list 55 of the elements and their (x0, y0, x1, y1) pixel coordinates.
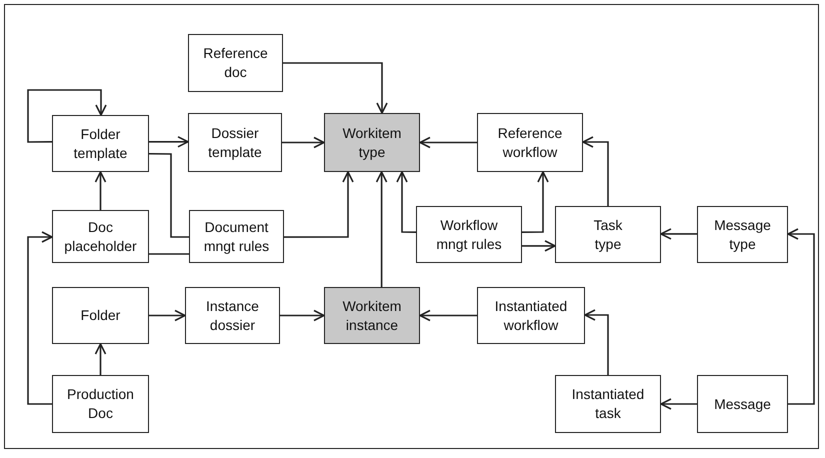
arrow (149, 310, 186, 322)
arrow (584, 309, 609, 375)
process-box (697, 375, 788, 433)
node-label: Message type (713, 216, 772, 254)
arrow (280, 310, 325, 322)
node-label: Message (713, 394, 772, 414)
arrow (282, 136, 325, 148)
arrow (149, 136, 189, 148)
arrow (522, 240, 556, 252)
arrow (522, 171, 549, 234)
arrow (27, 231, 53, 405)
node-label: Dossier template (207, 124, 263, 162)
process-box (416, 206, 522, 263)
arrow (376, 171, 388, 287)
arrow (419, 310, 477, 322)
node-label: Workitem type (342, 124, 402, 162)
node-label: Instance dossier (205, 296, 260, 334)
process-box (189, 210, 284, 263)
process-box (52, 115, 149, 172)
arrow (27, 89, 107, 143)
process-box (52, 287, 149, 344)
arrow (582, 136, 609, 206)
process-box (52, 210, 149, 263)
node-label: Doc placeholder (63, 218, 138, 256)
arrow (419, 136, 477, 148)
process-box (185, 287, 280, 344)
node-label: Document mngt rules (202, 218, 270, 256)
node-label: Production Doc (66, 385, 135, 423)
node-label: Workitem instance (342, 296, 402, 334)
process-box (477, 287, 585, 344)
arrow (660, 398, 697, 410)
arrow (660, 228, 697, 240)
node-label: Reference workflow (496, 124, 564, 162)
highlighted-box (324, 287, 420, 344)
arrow (396, 171, 416, 234)
node-label: Task type (592, 216, 624, 254)
node-label: Folder (80, 306, 122, 325)
arrow (284, 171, 354, 238)
node-label: Folder template (72, 124, 128, 162)
arrow (94, 171, 106, 210)
node-label: Workflow mngt rules (435, 216, 503, 254)
process-box (555, 375, 661, 433)
node-label: Instantiated task (570, 385, 646, 423)
process-box (188, 34, 283, 92)
process-box (477, 113, 583, 172)
node-label: Reference doc (202, 44, 269, 82)
process-box (52, 375, 149, 433)
node-label: Instantiated workflow (494, 296, 568, 334)
arrow (94, 343, 106, 375)
highlighted-box (324, 113, 420, 172)
process-box (697, 206, 788, 263)
arrow (787, 228, 815, 405)
process-box (188, 113, 282, 172)
arrow (283, 62, 388, 114)
process-box (555, 206, 661, 263)
